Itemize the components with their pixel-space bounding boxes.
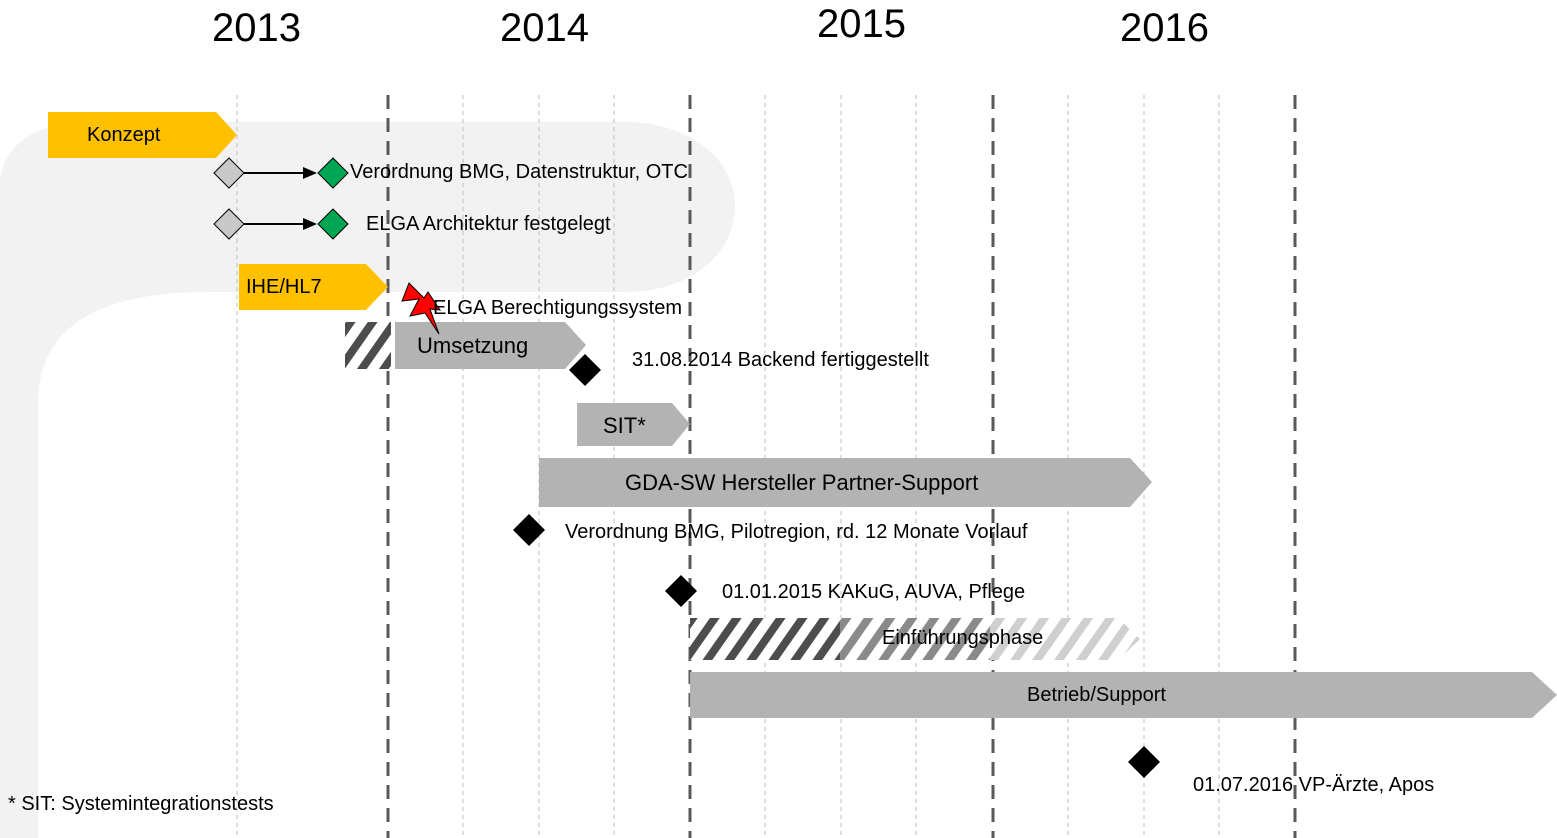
ihe-hl7-phase-arrow <box>239 264 388 310</box>
year-2014: 2014 <box>500 6 589 50</box>
done-diamond-icon <box>317 208 349 240</box>
umsetzung-phase-arrow <box>395 322 586 369</box>
gda-support-arrow <box>539 458 1152 507</box>
einfuehrung-hatched-bar <box>690 618 1140 660</box>
milestone-kakug-label: 01.01.2015 KAKuG, AUVA, Pflege <box>722 581 1026 603</box>
year-2015: 2015 <box>817 2 906 46</box>
done-diamond-icon <box>317 157 349 189</box>
backend-diamond-icon <box>569 354 601 386</box>
vp-aerzte-diamond-icon <box>1128 746 1160 778</box>
milestone-row-architektur <box>213 208 349 240</box>
year-2013: 2013 <box>212 6 301 50</box>
milestone-pilotregion-label: Verordnung BMG, Pilotregion, rd. 12 Mona… <box>565 521 1028 543</box>
planned-diamond-icon <box>213 157 245 189</box>
milestone-berechtigungssystem-label: ELGA Berechtigungssystem <box>433 297 683 319</box>
einfuehrung-label: Einführungsphase <box>882 627 1044 649</box>
milestone-backend-label: 31.08.2014 Backend fertiggestellt <box>632 349 929 371</box>
milestone-verordnung-datenstruktur-label: Verordnung BMG, Datenstruktur, OTC <box>350 161 688 183</box>
footnote: * SIT: Systemintegrationstests <box>8 793 274 815</box>
milestone-vp-aerzte-label: 01.07.2016 VP-Ärzte, Apos <box>1193 774 1435 796</box>
sit-phase-arrow <box>577 403 690 446</box>
betrieb-support-arrow <box>690 672 1557 718</box>
ihe-hl7-label: IHE/HL7 <box>246 276 322 298</box>
year-2016: 2016 <box>1120 6 1209 50</box>
pilotregion-diamond-icon <box>513 514 545 546</box>
background-swoosh <box>0 122 735 838</box>
umsetzung-hatch <box>345 322 391 369</box>
lightning-bolt-icon <box>401 282 442 335</box>
umsetzung-label: Umsetzung <box>417 333 529 358</box>
konzept-phase-arrow <box>48 112 237 158</box>
gda-support-label: GDA-SW Hersteller Partner-Support <box>625 470 979 495</box>
milestone-row-datenstruktur <box>213 157 349 189</box>
kakug-diamond-icon <box>665 575 697 607</box>
milestone-elga-architektur-label: ELGA Architektur festgelegt <box>366 213 611 235</box>
planned-diamond-icon <box>213 208 245 240</box>
sit-label: SIT* <box>603 413 646 438</box>
betrieb-support-label: Betrieb/Support <box>1027 684 1166 706</box>
konzept-label: Konzept <box>87 124 161 146</box>
